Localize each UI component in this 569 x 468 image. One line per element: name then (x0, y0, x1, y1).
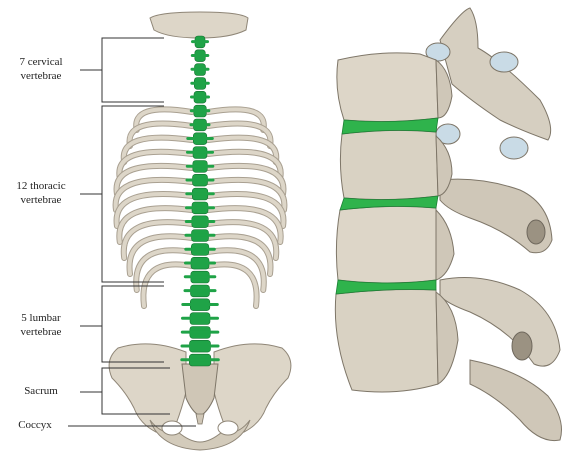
transverse-process (181, 345, 220, 348)
transverse-process (191, 68, 210, 71)
thoracic-label: 12 thoracic vertebrae (4, 180, 78, 208)
spinous-process-lower (440, 278, 560, 367)
transverse-process (186, 179, 215, 182)
skull-base (150, 12, 248, 38)
right-obturator (218, 421, 238, 435)
lateral-vertebrae-view (335, 8, 561, 441)
transverse-process (181, 317, 219, 320)
thoracic-label-line-2: vertebrae (4, 194, 78, 208)
transverse-process (190, 123, 211, 126)
transverse-process (185, 192, 215, 195)
lumbar-label: 5 lumbar vertebrae (4, 312, 78, 340)
cervical-label-line-2: vertebrae (4, 70, 78, 84)
transverse-process (186, 137, 214, 140)
sacrum-label: Sacrum (4, 385, 78, 399)
transverse-process (185, 234, 216, 237)
transverse-process (180, 358, 220, 361)
transverse-process (184, 262, 216, 265)
vertebral-body-3 (336, 206, 436, 283)
facet-6 (512, 332, 532, 360)
transverse-process (181, 331, 220, 334)
transverse-process (185, 220, 216, 223)
right-iliac-wing (214, 344, 291, 433)
transverse-process (191, 40, 209, 43)
spinous-process-top (440, 8, 551, 140)
inferior-process (470, 360, 562, 441)
transverse-process (185, 206, 215, 209)
transverse-process (184, 248, 216, 251)
transverse-process (190, 96, 210, 99)
vertebral-column (180, 36, 220, 366)
left-obturator (162, 421, 182, 435)
right-ribs (208, 109, 284, 306)
transverse-process (184, 275, 217, 278)
transverse-process (186, 151, 214, 154)
rib (208, 264, 257, 306)
rib (143, 264, 192, 306)
transverse-process (190, 109, 211, 112)
transverse-process (181, 303, 219, 306)
vertebral-body-4 (335, 290, 438, 393)
thoracic-label-line-1: 12 thoracic (4, 180, 78, 194)
vertebral-body-2 (340, 130, 438, 199)
vertebral-body-1 (337, 53, 438, 122)
transverse-process (184, 289, 217, 292)
facet-2 (490, 52, 518, 72)
lumbar-label-line-2: vertebrae (4, 326, 78, 340)
left-ribs (116, 109, 192, 306)
sacrum-bone (182, 364, 218, 416)
lumbar-label-line-1: 5 lumbar (4, 312, 78, 326)
facet-5 (527, 220, 545, 244)
transverse-process (186, 165, 215, 168)
cervical-label-line-1: 7 cervical (4, 56, 78, 70)
transverse-process (190, 82, 210, 85)
vertebral-bodies (335, 53, 458, 392)
cervical-label: 7 cervical vertebrae (4, 56, 78, 84)
pedicle-3 (436, 210, 454, 280)
cervical-bracket (102, 38, 164, 102)
coccyx-bone (196, 414, 204, 424)
posterior-spine-view (68, 12, 291, 450)
left-iliac-wing (109, 344, 186, 433)
transverse-process (191, 54, 210, 57)
facet-4 (500, 137, 528, 159)
coccyx-label: Coccyx (4, 419, 66, 433)
